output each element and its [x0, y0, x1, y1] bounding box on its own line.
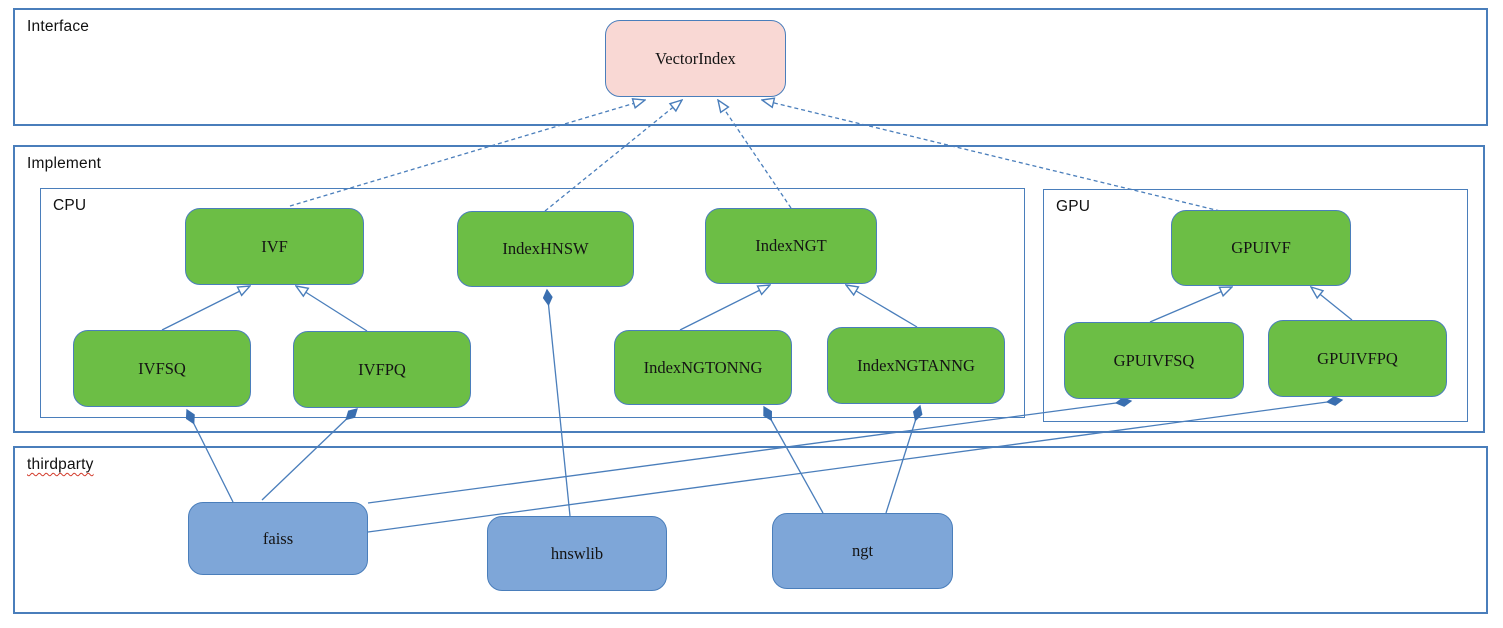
node-gpuivfsq[interactable]: GPUIVFSQ — [1064, 322, 1244, 399]
node-indexngt[interactable]: IndexNGT — [705, 208, 877, 284]
section-gpu-label: GPU — [1056, 198, 1091, 215]
node-ngt[interactable]: ngt — [772, 513, 953, 589]
node-gpuivfpq[interactable]: GPUIVFPQ — [1268, 320, 1447, 397]
node-ivfsq-label: IVFSQ — [138, 358, 186, 378]
node-ivfpq-label: IVFPQ — [358, 359, 406, 379]
node-indexngtanng-label: IndexNGTANNG — [857, 355, 975, 375]
section-interface-label: Interface — [27, 18, 90, 35]
node-hnswlib-label: hnswlib — [550, 543, 604, 563]
node-indexngtanng[interactable]: IndexNGTANNG — [827, 327, 1005, 404]
node-faiss[interactable]: faiss — [188, 502, 368, 575]
node-indexngt-label: IndexNGT — [755, 236, 827, 255]
node-gpuivfpq-label: GPUIVFPQ — [1317, 348, 1398, 368]
node-indexhnsw[interactable]: IndexHNSW — [457, 211, 634, 287]
node-indexngtonng-label: IndexNGTONNG — [643, 357, 763, 377]
node-vectorindex[interactable]: VectorIndex — [605, 20, 786, 97]
node-hnswlib[interactable]: hnswlib — [487, 516, 667, 591]
node-gpuivf[interactable]: GPUIVF — [1171, 210, 1351, 286]
section-thirdparty-label: thirdparty — [27, 456, 94, 473]
section-cpu-label: CPU — [53, 197, 87, 214]
node-ngt-label: ngt — [851, 541, 874, 560]
node-ivfsq[interactable]: IVFSQ — [73, 330, 251, 407]
node-gpuivf-label: GPUIVF — [1231, 238, 1291, 257]
section-implement-label: Implement — [27, 155, 102, 172]
node-gpuivfsq-label: GPUIVFSQ — [1113, 350, 1195, 370]
node-ivf-label: IVF — [261, 236, 288, 256]
node-ivfpq[interactable]: IVFPQ — [293, 331, 471, 408]
node-ivf[interactable]: IVF — [185, 208, 364, 285]
node-vectorindex-label: VectorIndex — [655, 48, 736, 68]
node-indexngtonng[interactable]: IndexNGTONNG — [614, 330, 792, 405]
node-faiss-label: faiss — [262, 528, 294, 548]
node-indexhnsw-label: IndexHNSW — [502, 239, 589, 258]
